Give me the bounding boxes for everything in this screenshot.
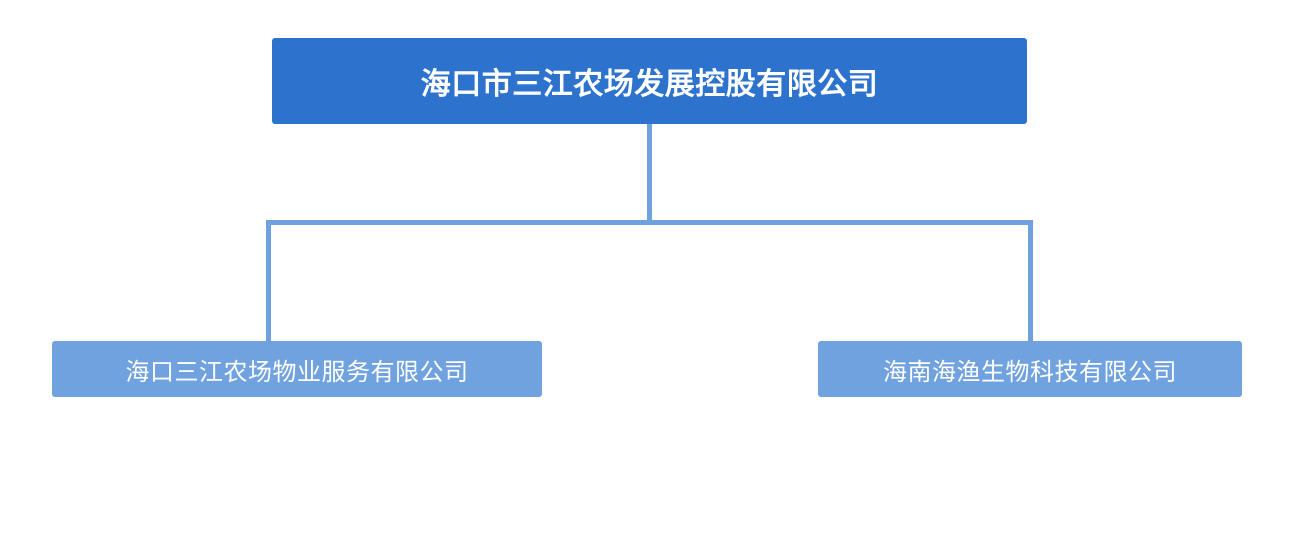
- org-node-child-2-label: 海南海渔生物科技有限公司: [883, 357, 1177, 386]
- connector-drop-right: [1028, 220, 1033, 341]
- connector-horizontal-bus: [266, 220, 1033, 225]
- org-node-child-1-label: 海口三江农场物业服务有限公司: [125, 357, 469, 386]
- connector-drop-left: [266, 220, 271, 341]
- org-node-root-label: 海口市三江农场发展控股有限公司: [420, 67, 879, 102]
- org-node-child-1[interactable]: 海口三江农场物业服务有限公司: [52, 341, 542, 397]
- org-node-root[interactable]: 海口市三江农场发展控股有限公司: [272, 38, 1027, 124]
- connector-root-stem: [647, 124, 652, 222]
- org-node-child-2[interactable]: 海南海渔生物科技有限公司: [818, 341, 1242, 397]
